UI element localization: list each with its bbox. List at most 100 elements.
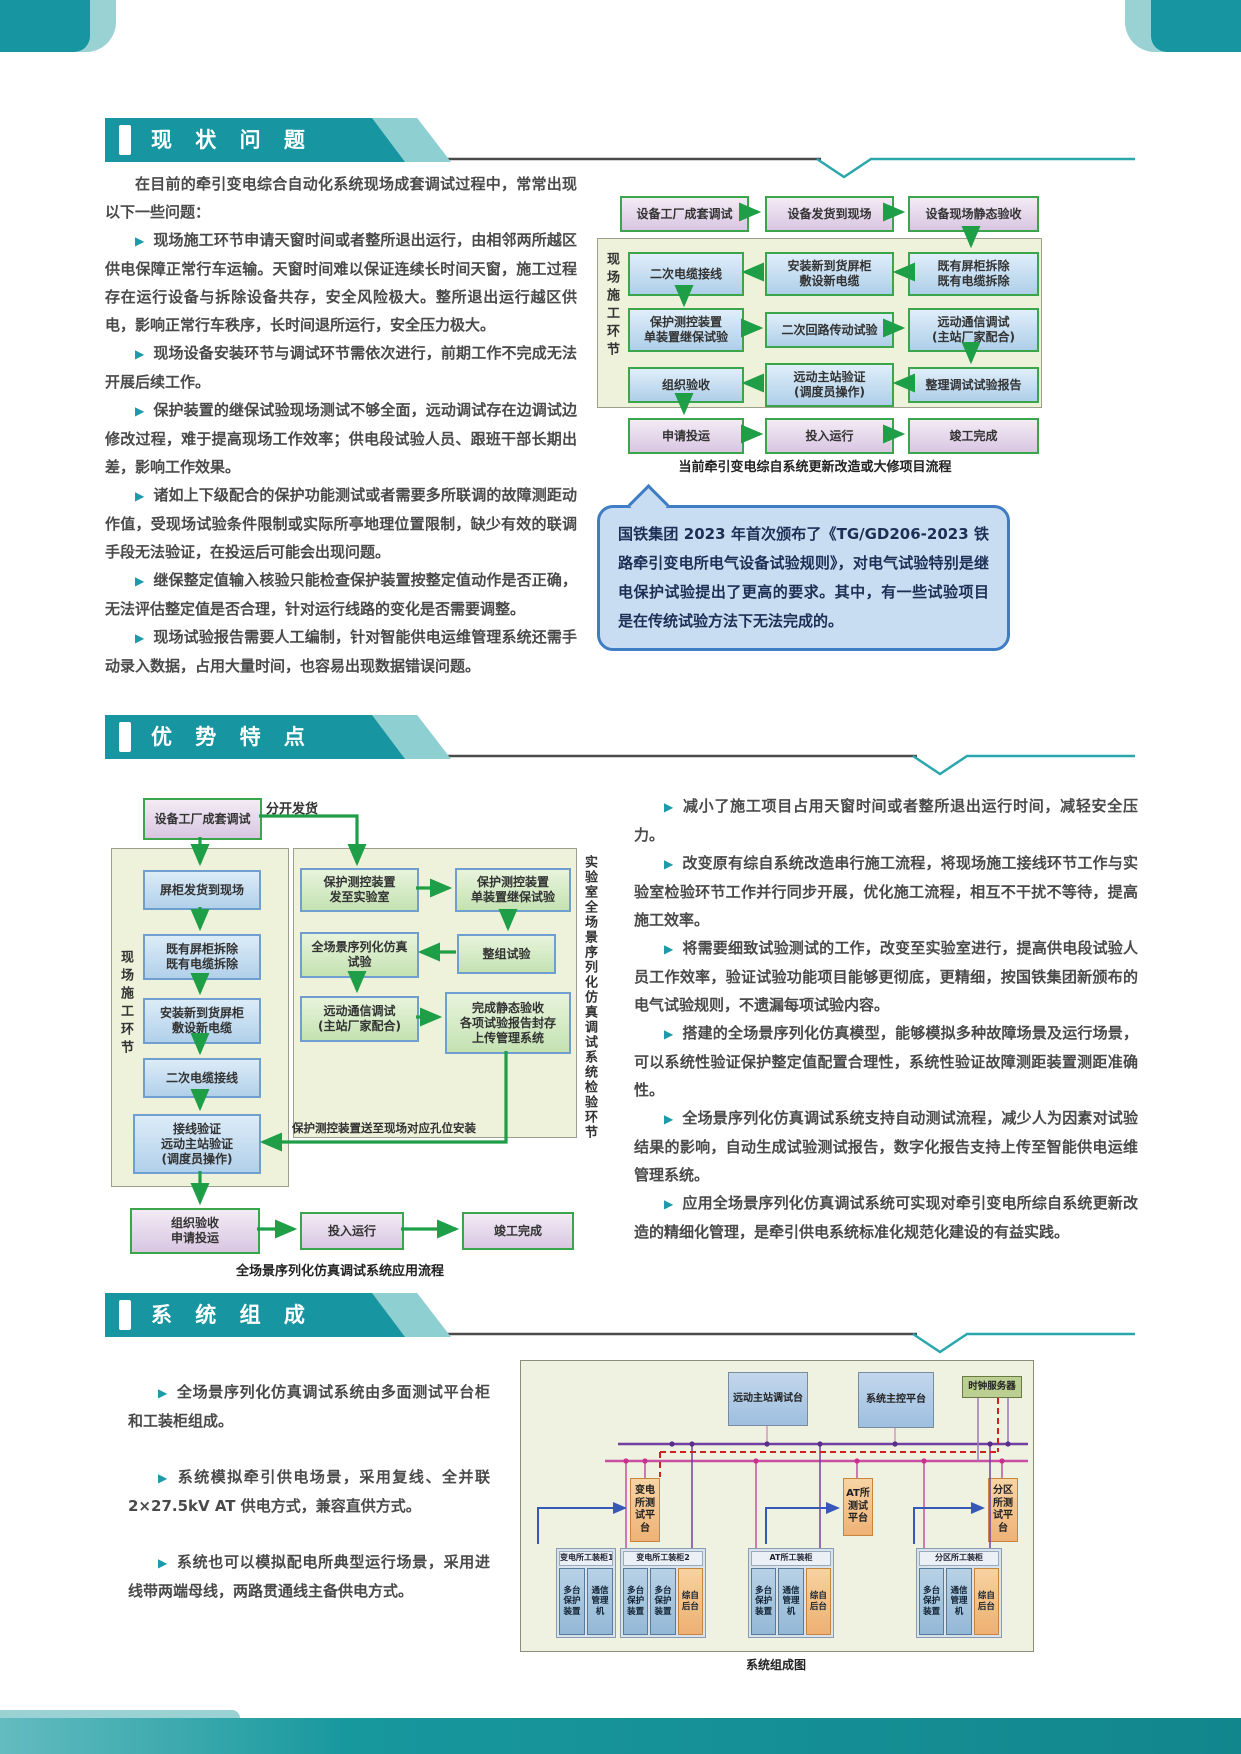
- bullet-arrow-icon: ▶: [135, 234, 145, 248]
- bullet-item: ▶系统模拟牵引供电场景，采用复线、全并联 2×27.5kV AT 供电方式，兼容…: [128, 1463, 490, 1520]
- cabinet-item-comm-manager: 通信管理机: [778, 1568, 804, 1635]
- flow2-site-vertical-label: 现场施工环节: [118, 950, 133, 1058]
- flow2-branch-label: 分开发货: [266, 802, 319, 817]
- cabinet-item-comm-manager: 通信管理机: [946, 1568, 972, 1635]
- flow1-box-apply-operation: 申请投运: [628, 418, 744, 454]
- bullet-item: ▶将需要细致试验测试的工作，改变至实验室进行，提高供电段试验人员工作效率，验证试…: [634, 934, 1138, 1019]
- cabinet-item-scada-backend: 综自后台: [677, 1568, 703, 1635]
- flow1-box-install-new-cabinet: 安装新到货屏柜 敷设新电缆: [765, 252, 894, 296]
- bullet-item: ▶改变原有综自系统改造串行施工流程，将现场施工接线环节工作与实验室检验环节工作并…: [634, 849, 1138, 934]
- bullet-arrow-icon: ▶: [135, 574, 145, 588]
- section-header-system-composition: 系 统 组 成: [105, 1293, 451, 1337]
- flow1-box-relay-test: 保护测控装置 单装置继保试验: [628, 308, 744, 352]
- flow2-box-acceptance-apply: 组织验收 申请投运: [130, 1208, 260, 1254]
- bullet-arrow-icon: ▶: [135, 404, 145, 418]
- diagram-cabinet-substation-2: 变电所工装柜2 多台保护装置 多台保护装置 综自后台: [620, 1548, 706, 1638]
- bullet-arrow-icon: ▶: [664, 1197, 674, 1211]
- bullet-item: ▶诸如上下级配合的保护功能测试或者需要多所联调的故障测距动作值，受现场试验条件限…: [105, 481, 577, 566]
- diagram-section-post-test-platform: 分区所测试平台: [988, 1478, 1018, 1542]
- banner-main: [105, 1293, 405, 1337]
- bullet-arrow-icon: ▶: [135, 347, 145, 361]
- bullet-text: 诸如上下级配合的保护功能测试或者需要多所联调的故障测距动作值，受现场试验条件限制…: [105, 486, 577, 561]
- bullet-item: ▶现场设备安装环节与调试环节需依次进行，前期工作不完成无法开展后续工作。: [105, 339, 577, 396]
- flow1-box-master-station-verify: 远动主站验证 (调度员操作): [765, 363, 894, 407]
- bullet-item: ▶应用全场景序列化仿真调试系统可实现对牵引变电所综自系统更新改造的精细化管理，是…: [634, 1189, 1138, 1246]
- bullet-item: ▶全场景序列化仿真调试系统支持自动测试流程，减少人为因素对试验结果的影响，自动生…: [634, 1104, 1138, 1189]
- diagram-substation-test-platform: 变电所测试平台: [630, 1478, 660, 1542]
- flow1-caption: 当前牵引变电综自系统更新改造或大修项目流程: [678, 460, 952, 475]
- cabinet-title: 变电所工装柜2: [623, 1551, 703, 1566]
- site-work-vertical-label: 现场施工环节: [604, 252, 619, 360]
- banner-white-bar: [119, 125, 131, 155]
- bullet-text: 全场景序列化仿真调试系统由多面测试平台柜和工装柜组成。: [128, 1383, 490, 1430]
- banner-main: [105, 118, 405, 162]
- flow1-box-cable-wiring: 二次电缆接线: [628, 252, 744, 296]
- bullet-arrow-icon: ▶: [664, 1027, 674, 1041]
- bullet-item: ▶减小了施工项目占用天窗时间或者整所退出运行时间，减轻安全压力。: [634, 792, 1138, 849]
- bullet-item: ▶搭建的全场景序列化仿真模型，能够模拟多种故障场景及运行场景，可以系统性验证保护…: [634, 1019, 1138, 1104]
- banner-white-bar: [119, 1300, 131, 1330]
- cabinet-item-scada-backend: 综自后台: [973, 1568, 999, 1635]
- section-title: 系 统 组 成: [151, 1303, 313, 1327]
- bullet-text: 现场施工环节申请天窗时间或者整所退出运行，由相邻两所越区供电保障正常行车运输。天…: [105, 231, 577, 334]
- regulation-callout: 国铁集团 2023 年首次颁布了《TG/GD206-2023 铁路牵引变电所电气…: [597, 505, 1010, 651]
- flow2-box-cable-wiring: 二次电缆接线: [143, 1058, 261, 1098]
- cabinet-title: 变电所工装柜1: [559, 1551, 613, 1566]
- flow1-box-compile-reports: 整理调试试验报告: [908, 367, 1039, 403]
- diagram-remote-master-console: 远动主站调试台: [728, 1372, 808, 1426]
- bullet-arrow-icon: ▶: [664, 857, 674, 871]
- bullet-arrow-icon: ▶: [135, 489, 145, 503]
- flow2-transfer-label: 保护测控装置送至现场对应孔位安装: [292, 1121, 476, 1135]
- cabinet-title: AT所工装柜: [751, 1551, 831, 1566]
- bullet-item: ▶现场施工环节申请天窗时间或者整所退出运行，由相邻两所越区供电保障正常行车运输。…: [105, 226, 577, 339]
- flow2-box-install-new: 安装新到货屏柜 敷设新电缆: [143, 998, 261, 1044]
- diagram-cabinet-substation-1: 变电所工装柜1 多台保护装置 通信管理机: [556, 1548, 616, 1638]
- bullet-arrow-icon: ▶: [664, 1112, 674, 1126]
- bullet-text: 全场景序列化仿真调试系统支持自动测试流程，减少人为因素对试验结果的影响，自动生成…: [634, 1109, 1138, 1184]
- section-title: 现 状 问 题: [151, 128, 313, 152]
- bullet-text: 应用全场景序列化仿真调试系统可实现对牵引变电所综自系统更新改造的精细化管理，是牵…: [634, 1194, 1138, 1241]
- intro-paragraph: 在目前的牵引变电综合自动化系统现场成套调试过程中，常常出现以下一些问题：: [105, 175, 577, 221]
- flow2-box-completion: 竣工完成: [462, 1212, 574, 1250]
- bullet-text: 现场设备安装环节与调试环节需依次进行，前期工作不完成无法开展后续工作。: [105, 344, 577, 391]
- bottom-accent-strip: [0, 1710, 240, 1720]
- composition-text-column: ▶ 全场景序列化仿真调试系统由多面测试平台柜和工装柜组成。 ▶系统模拟牵引供电场景…: [128, 1378, 490, 1633]
- section-header-advantages: 优 势 特 点: [105, 715, 451, 759]
- cabinet-item-protection-devices: 多台保护装置: [751, 1568, 777, 1635]
- corner-decoration-top-left: [0, 0, 90, 52]
- bullet-text: 减小了施工项目占用天窗时间或者整所退出运行时间，减轻安全压力。: [634, 797, 1138, 844]
- banner-main: [105, 715, 405, 759]
- flow1-box-remove-old-cabinet: 既有屏柜拆除 既有电缆拆除: [908, 252, 1039, 296]
- flow2-box-telecontrol-debug: 远动通信调试 (主站厂家配合): [300, 996, 419, 1042]
- cabinet-item-protection-devices: 多台保护装置: [623, 1568, 649, 1635]
- flow2-caption: 全场景序列化仿真调试系统应用流程: [235, 1264, 444, 1279]
- diagram-caption: 系统组成图: [745, 1658, 806, 1672]
- banner-white-bar: [119, 722, 131, 752]
- bullet-text: 继保整定值输入核验只能检查保护装置按整定值动作是否正确，无法评估整定值是否合理，…: [105, 571, 577, 618]
- cabinet-title: 分区所工装柜: [919, 1551, 999, 1566]
- flow2-box-static-acceptance-archive: 完成静态验收 各项试验报告封存 上传管理系统: [445, 992, 571, 1054]
- bottom-bar: [0, 1718, 1241, 1754]
- flow2-box-wiring-verify: 接线验证 远动主站验证 (调度员操作): [133, 1114, 261, 1174]
- bullet-item: ▶系统也可以模拟配电所典型运行场景，采用进线带两端母线，两路贯通线主备供电方式。: [128, 1548, 490, 1605]
- bullet-text: 保护装置的继保试验现场测试不够全面，远动调试存在边调试边修改过程，难于提高现场工…: [105, 401, 577, 476]
- flow2-box-put-into-operation: 投入运行: [300, 1212, 404, 1250]
- flow2-box-remove-old: 既有屏柜拆除 既有电缆拆除: [143, 934, 261, 980]
- advantages-text-column: ▶减小了施工项目占用天窗时间或者整所退出运行时间，减轻安全压力。 ▶改变原有综自…: [634, 792, 1138, 1246]
- cabinet-item-protection-devices: 多台保护装置: [559, 1568, 585, 1635]
- bullet-text: 现场试验报告需要人工编制，针对智能供电运维管理系统还需手动录入数据，占用大量时间…: [105, 628, 577, 675]
- section-header-current-problems: 现 状 问 题: [105, 118, 451, 162]
- diagram-master-control-platform: 系统主控平台: [858, 1372, 934, 1428]
- section-title: 优 势 特 点: [151, 725, 313, 749]
- flow2-box-cabinet-to-site: 屏柜发货到现场: [143, 870, 261, 910]
- bullet-arrow-icon: ▶: [158, 1556, 168, 1570]
- bullet-item: ▶继保整定值输入核验只能检查保护装置按整定值动作是否正确，无法评估整定值是否合理…: [105, 566, 577, 623]
- cabinet-item-comm-manager: 通信管理机: [587, 1568, 613, 1635]
- bullet-item: ▶保护装置的继保试验现场测试不够全面，远动调试存在边调试边修改过程，难于提高现场…: [105, 396, 577, 481]
- cabinet-item-scada-backend: 综自后台: [805, 1568, 831, 1635]
- flow2-box-scenario-simulation-test: 全场景序列化仿真 试验: [300, 932, 419, 978]
- flow2-box-device-to-lab: 保护测控装置 发至实验室: [300, 868, 419, 912]
- bullet-arrow-icon: ▶: [135, 631, 145, 645]
- flow1-box-telecontrol-comm-debug: 远动通信调试 (主站厂家配合): [908, 308, 1039, 352]
- bullet-text: 将需要细致试验测试的工作，改变至实验室进行，提高供电段试验人员工作效率，验证试验…: [634, 939, 1138, 1014]
